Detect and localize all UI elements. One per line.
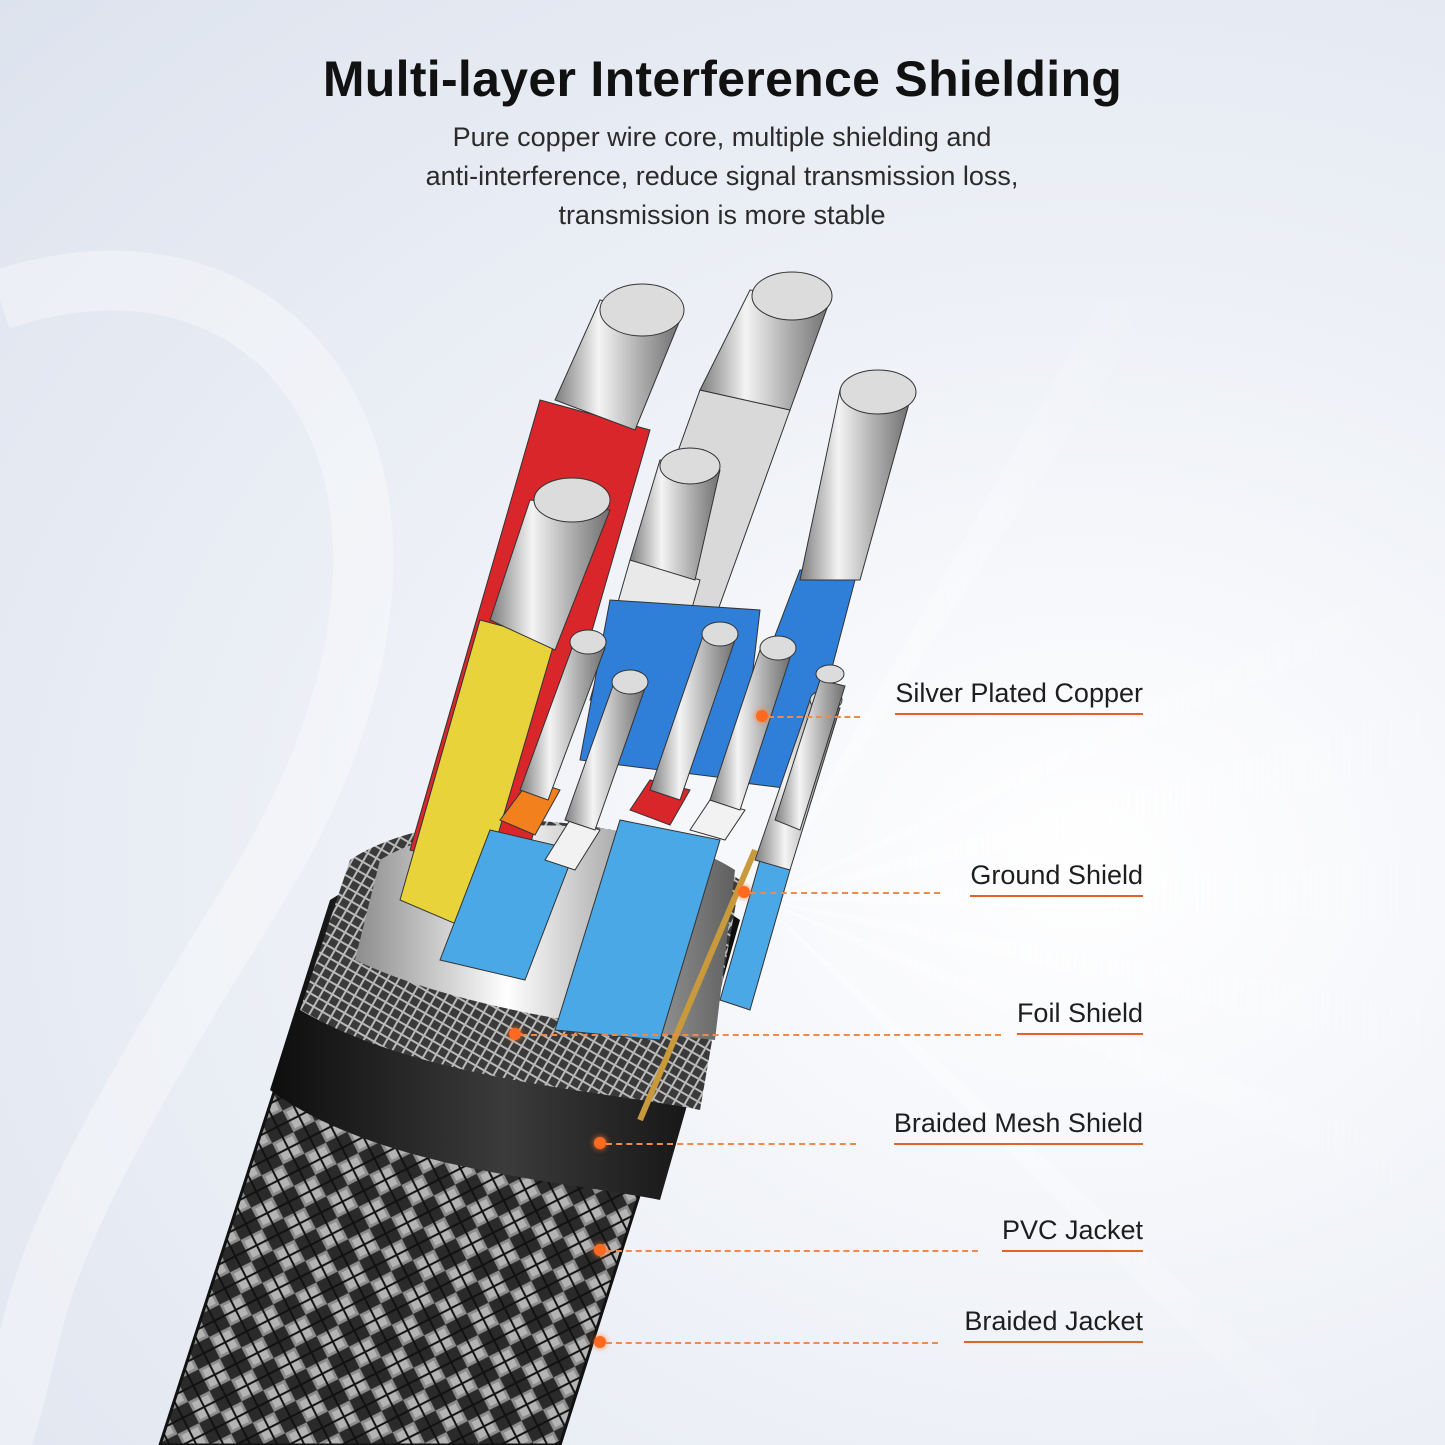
- callout-leader: [606, 1342, 938, 1344]
- callout-leader: [606, 1143, 856, 1145]
- callout-label: Silver Plated Copper: [895, 678, 1143, 715]
- callout-label: Braided Jacket: [964, 1306, 1143, 1343]
- callout-leader: [521, 1034, 1001, 1036]
- callout-dot-icon: [594, 1336, 606, 1348]
- callout-braided-mesh-shield: Braided Mesh Shield: [893, 1108, 1143, 1145]
- callout-foil-shield: Foil Shield: [1016, 998, 1143, 1035]
- callout-silver-plated-copper: Silver Plated Copper: [895, 678, 1143, 715]
- subtitle-line-1: Pure copper wire core, multiple shieldin…: [452, 122, 992, 152]
- callout-dot-icon: [594, 1137, 606, 1149]
- callout-label: PVC Jacket: [1001, 1215, 1143, 1252]
- callout-label: Ground Shield: [970, 860, 1143, 897]
- subtitle-line-3: transmission is more stable: [558, 200, 886, 230]
- callout-label: Braided Mesh Shield: [893, 1108, 1143, 1145]
- callout-dot-icon: [738, 886, 750, 898]
- callout-dot-icon: [594, 1244, 606, 1256]
- callout-label: Foil Shield: [1016, 998, 1143, 1035]
- callout-dot-icon: [756, 710, 768, 722]
- callout-dot-icon: [509, 1028, 521, 1040]
- callout-braided-jacket: Braided Jacket: [964, 1306, 1143, 1343]
- callout-leader: [606, 1250, 978, 1252]
- callout-pvc-jacket: PVC Jacket: [1001, 1215, 1143, 1252]
- callout-leader: [768, 716, 860, 718]
- callout-leader: [750, 892, 940, 894]
- page-subtitle: Pure copper wire core, multiple shieldin…: [322, 118, 1122, 235]
- subtitle-line-2: anti-interference, reduce signal transmi…: [425, 161, 1019, 191]
- callout-ground-shield: Ground Shield: [970, 860, 1143, 897]
- page-title: Multi-layer Interference Shielding: [322, 51, 1123, 107]
